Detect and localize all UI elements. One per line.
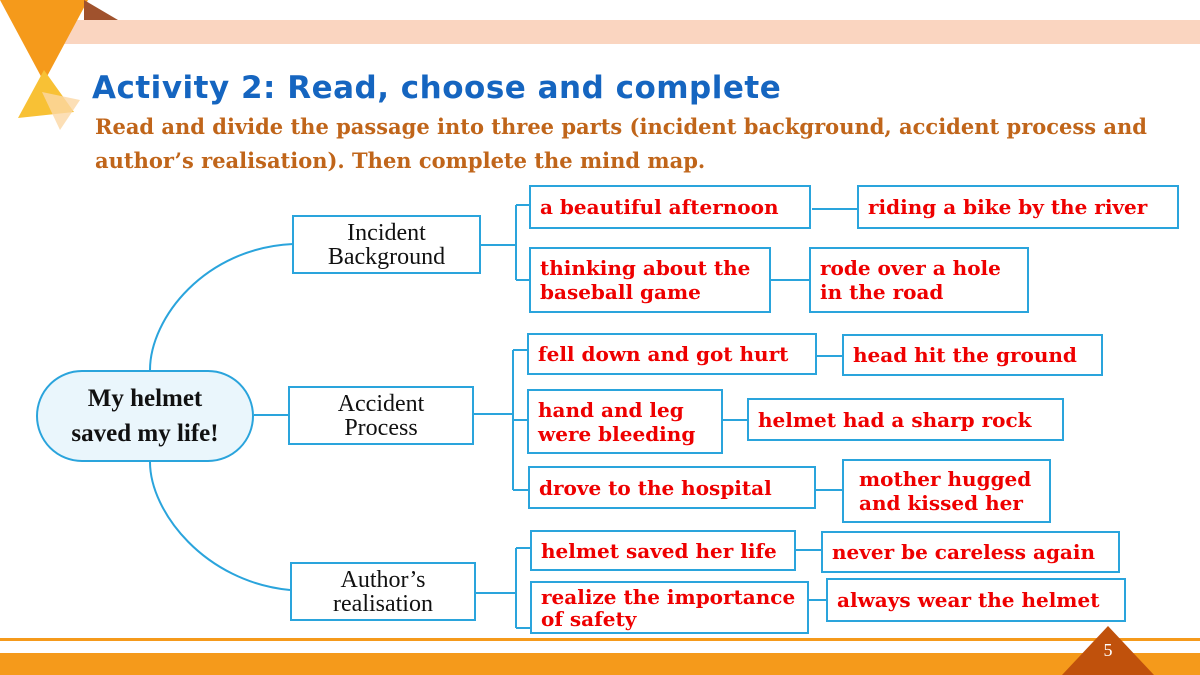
- answer-text: thinking about the baseball game: [540, 256, 751, 304]
- answer-text: hand and leg were bleeding: [538, 397, 696, 446]
- category-label: Accident Process: [337, 390, 425, 441]
- corner-triangle-dark: [84, 0, 118, 20]
- answer-text: head hit the ground: [853, 343, 1077, 367]
- answer-box: drove to the hospital: [528, 466, 816, 509]
- center-node-label: My helmet saved my life!: [71, 385, 219, 447]
- answer-box: riding a bike by the river: [857, 185, 1179, 229]
- category-label: Incident Background: [327, 219, 446, 270]
- answer-text: riding a bike by the river: [868, 195, 1148, 219]
- category-accident-process: Accident Process: [288, 386, 474, 445]
- answer-text: a beautiful afternoon: [540, 195, 779, 219]
- category-incident-background: Incident Background: [292, 215, 481, 274]
- answer-text: mother hugged and kissed her: [859, 467, 1032, 515]
- answer-box: rode over a hole in the road: [809, 247, 1029, 313]
- answer-text: realize the importance of safety: [541, 584, 796, 631]
- answer-text: helmet had a sharp rock: [758, 407, 1032, 432]
- answer-text: never be careless again: [832, 540, 1096, 564]
- bottom-line: [0, 638, 1200, 641]
- category-author-realisation: Author’s realisation: [290, 562, 476, 621]
- answer-box: never be careless again: [821, 531, 1120, 573]
- mind-map-connectors: [149, 204, 857, 629]
- page-number: 5: [1103, 640, 1113, 660]
- answer-text: helmet saved her life: [541, 538, 777, 563]
- answer-text: fell down and got hurt: [538, 342, 789, 366]
- answer-text: drove to the hospital: [539, 475, 772, 500]
- corner-triangle-light: [42, 92, 80, 130]
- instructions: Read and divide the passage into three p…: [95, 114, 1147, 173]
- answer-box: thinking about the baseball game: [529, 247, 771, 313]
- center-node: My helmet saved my life!: [36, 370, 254, 462]
- corner-triangle-top: [0, 0, 88, 82]
- answer-box: hand and leg were bleeding: [527, 389, 723, 454]
- answer-box: a beautiful afternoon: [529, 185, 811, 229]
- answer-box: fell down and got hurt: [527, 333, 817, 375]
- answer-text: always wear the helmet: [837, 588, 1100, 612]
- answer-box: realize the importance of safety: [530, 581, 809, 634]
- answer-text: rode over a hole in the road: [820, 256, 1001, 304]
- bottom-bar: [0, 653, 1200, 675]
- answer-box: helmet saved her life: [530, 530, 796, 571]
- top-banner: [40, 20, 1200, 44]
- page-number-triangle: [1062, 626, 1154, 675]
- category-label: Author’s realisation: [333, 566, 433, 617]
- slide-title: Activity 2: Read, choose and complete: [92, 70, 782, 106]
- answer-box: head hit the ground: [842, 334, 1103, 376]
- answer-box: helmet had a sharp rock: [747, 398, 1064, 441]
- answer-box: mother hugged and kissed her: [842, 459, 1051, 523]
- answer-box: always wear the helmet: [826, 578, 1126, 622]
